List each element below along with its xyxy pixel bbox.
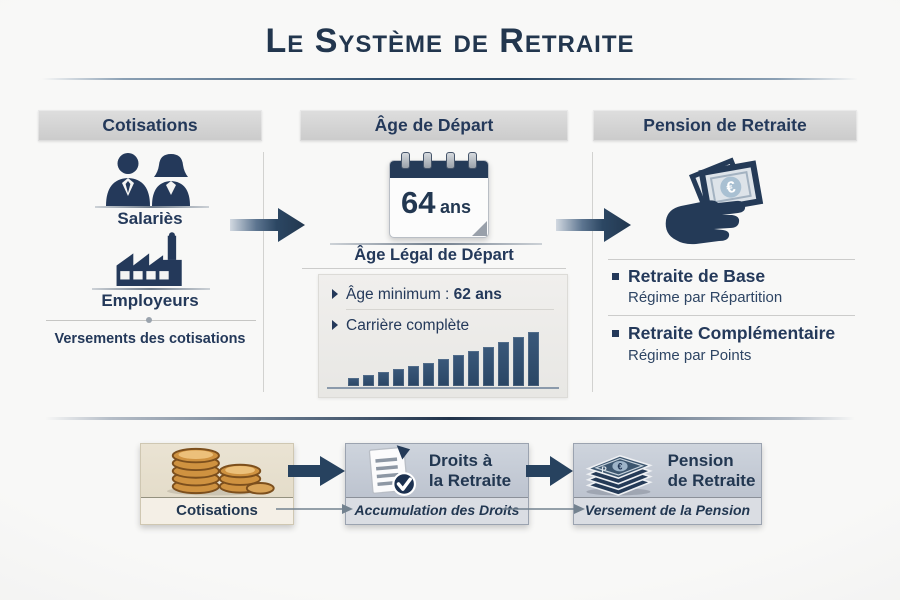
flow-box-pension: € P Pension de Retraite Versement de la … — [573, 443, 762, 525]
title-underline — [42, 78, 858, 80]
chart-bar — [422, 363, 434, 386]
chart-baseline — [327, 387, 559, 389]
career-bar-chart — [333, 330, 553, 386]
chart-bar — [482, 347, 494, 386]
chart-bar — [392, 369, 404, 386]
label-employeurs: Employeurs — [101, 291, 199, 310]
pension-item-subtitle: Régime par Points — [628, 347, 752, 364]
divider — [302, 268, 566, 269]
flow-caption-versement: Versement de la Pension — [574, 497, 761, 524]
square-bullet-icon — [612, 273, 619, 280]
flow-title-pension: Pension de Retraite — [667, 451, 756, 490]
label-versements: Versements des cotisations — [54, 331, 246, 347]
chart-bar — [497, 342, 509, 386]
divider-dot — [146, 317, 152, 323]
document-check-icon — [368, 445, 416, 496]
chart-bar — [467, 351, 479, 386]
calendar-header — [390, 161, 488, 178]
svg-text:€: € — [617, 461, 622, 471]
chart-bar — [512, 337, 524, 386]
arrow-right-icon — [288, 456, 345, 486]
bullet-age-minimum: Âge minimum : 62 ans — [332, 286, 502, 304]
arrow-right-icon — [556, 208, 631, 242]
chart-bar — [452, 355, 464, 386]
pension-item-title: Retraite de Base — [628, 266, 766, 286]
flow-title-droits: Droits à la Retraite — [428, 451, 512, 490]
thin-arrow-right-icon — [502, 504, 585, 514]
arrow-right-icon — [230, 208, 305, 242]
svg-text:€: € — [725, 179, 737, 197]
header-pension: Pension de Retraite — [593, 110, 857, 141]
bullet-triangle-icon — [332, 289, 338, 299]
bullet-triangle-icon — [332, 320, 338, 330]
age-conditions-box: Âge minimum : 62 ans Carrière complète — [318, 274, 568, 398]
calendar-icon: 64 ans — [389, 152, 489, 238]
flow-label-cotisations: Cotisations — [141, 497, 293, 524]
flow-box-droits: Droits à la Retraite Accumulation des Dr… — [345, 443, 529, 525]
employees-icon — [106, 153, 190, 206]
chart-bar — [362, 375, 374, 386]
label-salaries: Salariès — [117, 209, 183, 228]
calendar-fold-corner — [472, 221, 487, 236]
bullet-carriere: Carrière complète — [332, 317, 469, 335]
coins-icon — [167, 447, 275, 496]
header-age-depart: Âge de Départ — [300, 110, 568, 141]
hand-money-icon: € — [665, 157, 764, 245]
chart-bar — [377, 372, 389, 386]
column-separator — [592, 152, 593, 392]
chart-bar — [437, 359, 449, 386]
banknotes-icon: € P — [585, 454, 653, 496]
factory-icon — [116, 232, 182, 286]
column-separator — [263, 152, 264, 392]
chart-bar — [407, 366, 419, 386]
divider — [608, 259, 855, 260]
chart-bar — [527, 332, 539, 386]
pension-item-title: Retraite Complémentaire — [628, 323, 836, 343]
header-cotisations: Cotisations — [38, 110, 262, 141]
section-separator — [45, 417, 855, 420]
ground-line — [92, 288, 210, 290]
flow-caption-accumulation: Accumulation des Droits — [346, 497, 528, 524]
pension-item-subtitle: Régime par Répartition — [628, 289, 783, 306]
divider — [608, 315, 855, 316]
thin-arrow-right-icon — [276, 504, 353, 514]
page-title: Le Système de Retraite — [265, 22, 635, 60]
arrow-right-icon — [526, 456, 573, 486]
square-bullet-icon — [612, 330, 619, 337]
ground-line — [330, 243, 542, 245]
ground-line — [95, 206, 209, 208]
flow-box-cotisations: Cotisations — [140, 443, 294, 525]
svg-text:P: P — [601, 466, 607, 475]
chart-bar — [347, 378, 359, 386]
legal-age-value: 64 ans — [401, 185, 471, 220]
label-age-legal: Âge Légal de Départ — [354, 246, 514, 264]
